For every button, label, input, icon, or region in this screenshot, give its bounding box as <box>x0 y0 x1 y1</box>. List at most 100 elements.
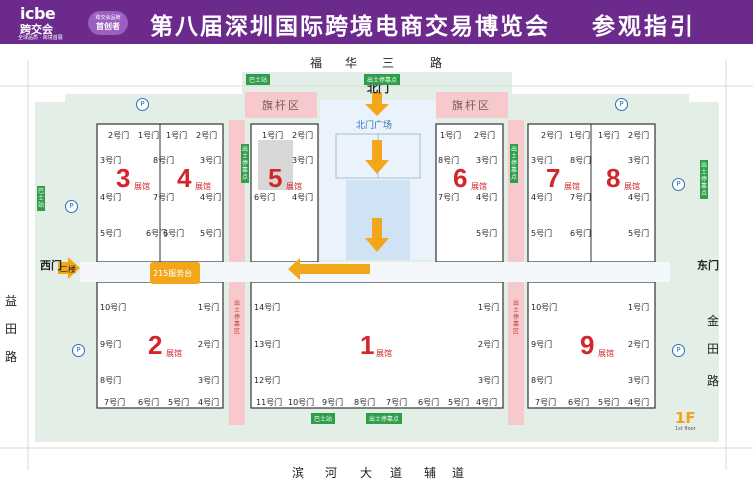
hall-1-door: 13号门 <box>254 340 281 349</box>
bus-stop-north-left: 巴士站 <box>246 74 271 85</box>
hall-4-door: 3号门 <box>200 156 222 165</box>
road-east-2: 田 <box>706 342 719 356</box>
logo-main: icbe <box>20 4 56 23</box>
hall-9-door: 10号门 <box>531 303 558 312</box>
hall-6-door: 7号门 <box>438 193 460 202</box>
hall-1-door: 8号门 <box>354 398 376 407</box>
hall-9-block <box>527 281 656 409</box>
hall-1-door: 12号门 <box>254 376 281 385</box>
hall-9-door: 1号门 <box>628 303 650 312</box>
service-desk-box <box>150 262 200 284</box>
hall-1-number: 1 <box>360 330 375 360</box>
floor-indicator: 1F <box>675 409 696 427</box>
hall-3-door: 1号门 <box>138 131 160 140</box>
hall-7-door: 1号门 <box>569 131 591 140</box>
hall-1-door: 2号门 <box>478 340 500 349</box>
road-north-1: 福 <box>310 56 323 70</box>
hall-5-number: 5 <box>268 163 283 193</box>
hall-9-door: 2号门 <box>628 340 650 349</box>
road-south-6: 道 <box>452 466 465 480</box>
west-gate-label: 西门 <box>40 259 62 272</box>
hall-5-door: 6号门 <box>254 193 276 202</box>
road-south-3: 大 <box>360 466 373 480</box>
hall-8-door: 5号门 <box>628 229 650 238</box>
hall-2-block <box>96 281 224 409</box>
hall-9-door: 6号门 <box>568 398 590 407</box>
hall-6-door: 5号门 <box>476 229 498 238</box>
road-south-4: 道 <box>390 466 403 480</box>
arrow-plaza-1 <box>365 140 389 174</box>
hall-7-suffix: 展馆 <box>564 182 580 191</box>
hall-6-door: 8号门 <box>438 156 460 165</box>
bus-stop-inner-right: 出士停靠点 <box>510 144 518 183</box>
hall-7-door: 3号门 <box>531 156 553 165</box>
east-gate-label: 东门 <box>697 259 719 272</box>
hall-7-door: 2号门 <box>541 131 563 140</box>
hall-9-door: 7号门 <box>535 398 557 407</box>
west-gate-floor-tag: 二楼 <box>60 265 76 274</box>
hall-2-door: 4号门 <box>198 398 220 407</box>
parking-icon: P <box>72 344 85 357</box>
hall-2-door: 5号门 <box>168 398 190 407</box>
hall-2-door: 10号门 <box>100 303 127 312</box>
hall-4-suffix: 展馆 <box>195 182 211 191</box>
flag-area-left-bg <box>245 92 317 118</box>
hall-5-door: 1号门 <box>262 131 284 140</box>
parking-icon: P <box>136 98 149 111</box>
hall-1-door: 4号门 <box>476 398 498 407</box>
road-north-3: 三 <box>382 56 395 70</box>
bus-stop-north-right: 出士停靠点 <box>364 74 401 85</box>
hall-2-door: 9号门 <box>100 340 122 349</box>
hall-8-number: 8 <box>606 163 621 193</box>
hall-1-block <box>250 281 504 409</box>
bus-stop-west: 巴士站 <box>37 186 45 211</box>
arrow-north-gate <box>365 92 389 116</box>
hall-4-door: 2号门 <box>196 131 218 140</box>
hall-4-door: 5号门 <box>200 229 222 238</box>
road-east-1: 金 <box>706 314 719 328</box>
gap-nw <box>35 72 242 94</box>
flag-area-right: 旗杆区 <box>452 99 491 112</box>
hall-4-door: 8号门 <box>153 156 175 165</box>
hall-5-door: 4号门 <box>292 193 314 202</box>
header-bar: icbe 跨交会 全球品质 · 跨境首展 跨交会品牌 首创者 第八届深圳国际跨境… <box>0 0 753 44</box>
hall-3-door: 4号门 <box>100 193 122 202</box>
hall-6-suffix: 展馆 <box>471 182 487 191</box>
hall-9-door: 8号门 <box>531 376 553 385</box>
hall-2-suffix: 展馆 <box>166 349 182 358</box>
hall-9-door: 5号门 <box>598 398 620 407</box>
arrow-west-walkway <box>288 258 370 280</box>
floor-indicator-sub: 1st floor <box>675 426 696 432</box>
hall-3-door: 2号门 <box>108 131 130 140</box>
gap-corner-nw <box>35 72 65 102</box>
north-plaza-label: 北门广场 <box>356 121 393 131</box>
hall-4-number: 4 <box>177 163 192 193</box>
hall-1-door: 6号门 <box>418 398 440 407</box>
road-south-1: 滨 <box>292 466 305 480</box>
road-south-5: 辅 <box>424 466 437 480</box>
hall-1-door: 9号门 <box>322 398 344 407</box>
parking-icon: P <box>672 178 685 191</box>
corridor-label-left: 出土停靠区 <box>233 300 240 335</box>
hall-2-number: 2 <box>148 330 163 360</box>
hall-8-door: 4号门 <box>628 193 650 202</box>
hall-9-door: 4号门 <box>628 398 650 407</box>
icbe-logo: icbe 跨交会 全球品质 · 跨境首展 <box>18 4 70 41</box>
hall-2-door: 3号门 <box>198 376 220 385</box>
hall-3-number: 3 <box>116 163 131 193</box>
hall-8-door: 2号门 <box>628 131 650 140</box>
hall-4-door: 7号门 <box>153 193 175 202</box>
hall-2-door: 8号门 <box>100 376 122 385</box>
hall-6-number: 6 <box>453 163 468 193</box>
hall-3-suffix: 展馆 <box>134 182 150 191</box>
road-north-2: 华 <box>345 56 358 70</box>
arrow-west-gate <box>58 257 80 279</box>
hall-7-door: 4号门 <box>531 193 553 202</box>
hall-6-block <box>435 123 504 263</box>
hall-1-door: 1号门 <box>478 303 500 312</box>
hall-3-door: 5号门 <box>100 229 122 238</box>
hall-1-door: 7号门 <box>386 398 408 407</box>
road-west-2: 田 <box>4 322 17 336</box>
hall-5-suffix: 展馆 <box>286 182 302 191</box>
